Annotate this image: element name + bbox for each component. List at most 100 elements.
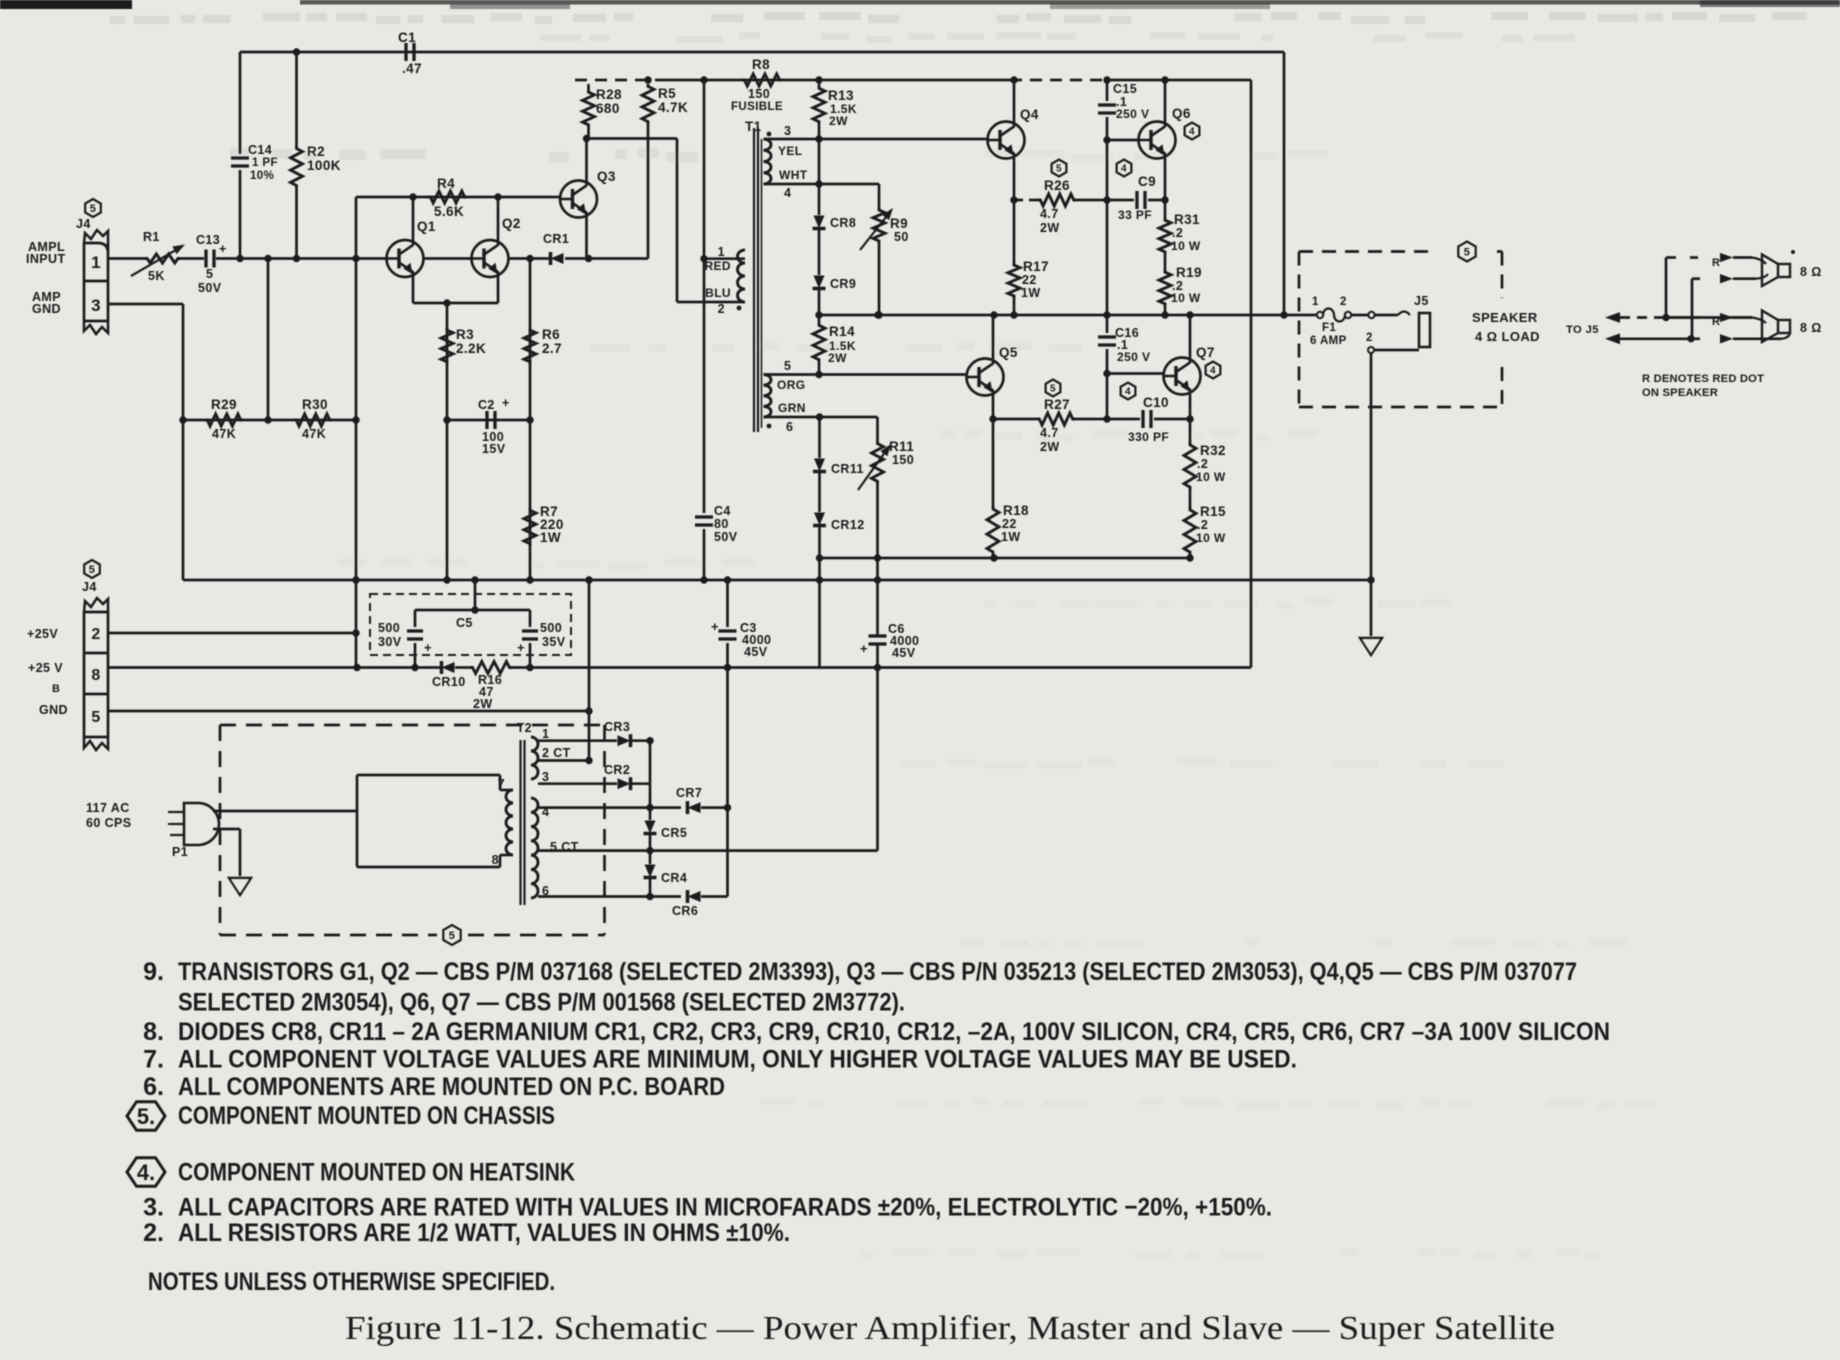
- svg-text:CR7: CR7: [676, 786, 702, 800]
- svg-text:INPUT: INPUT: [26, 252, 66, 266]
- svg-text:C13: C13: [196, 233, 220, 247]
- svg-text:Q5: Q5: [999, 345, 1018, 360]
- svg-text:RED: RED: [704, 259, 731, 273]
- svg-text:R1: R1: [143, 230, 160, 244]
- svg-text:1.5K: 1.5K: [830, 102, 857, 116]
- svg-text:R8: R8: [752, 57, 770, 72]
- svg-text:R2: R2: [307, 144, 325, 159]
- svg-text:+: +: [424, 640, 432, 655]
- svg-text:4: 4: [1121, 164, 1127, 175]
- svg-text:7.: 7.: [143, 1046, 164, 1074]
- svg-text:50: 50: [894, 230, 909, 244]
- svg-text:C9: C9: [1138, 174, 1156, 189]
- svg-text:+25V: +25V: [27, 627, 58, 641]
- svg-text:CR12: CR12: [831, 518, 865, 532]
- svg-text:2.7: 2.7: [542, 341, 562, 356]
- svg-text:TRANSISTORS G1, Q2 — CBS P/M 0: TRANSISTORS G1, Q2 — CBS P/M 037168 (SEL…: [178, 958, 1577, 986]
- svg-text:TO J5: TO J5: [1566, 324, 1599, 336]
- svg-text:8 Ω: 8 Ω: [1800, 321, 1822, 335]
- svg-text:R DENOTES RED DOT: R DENOTES RED DOT: [1642, 373, 1764, 385]
- svg-text:50V: 50V: [714, 530, 738, 544]
- svg-text:Q2: Q2: [502, 216, 521, 231]
- svg-text:R3: R3: [456, 327, 474, 342]
- svg-text:1W: 1W: [540, 530, 561, 545]
- svg-text:R18: R18: [1003, 503, 1029, 518]
- svg-text:R32: R32: [1200, 443, 1226, 458]
- svg-text:R19: R19: [1176, 265, 1202, 280]
- svg-text:CR1: CR1: [543, 232, 569, 246]
- svg-text:R: R: [1712, 316, 1720, 328]
- svg-text:CR9: CR9: [830, 277, 856, 291]
- svg-text:2: 2: [1366, 332, 1373, 344]
- svg-text:R26: R26: [1044, 178, 1070, 193]
- svg-text:C3: C3: [740, 621, 757, 635]
- svg-text:22: 22: [1002, 517, 1017, 531]
- svg-text:CR2: CR2: [604, 763, 630, 777]
- svg-text:R16: R16: [478, 673, 502, 687]
- svg-text:15V: 15V: [482, 442, 506, 456]
- svg-text:T2: T2: [517, 721, 532, 735]
- svg-text:5: 5: [1464, 246, 1471, 258]
- svg-text:45V: 45V: [892, 646, 916, 660]
- svg-text:4: 4: [542, 805, 549, 819]
- svg-text:Q7: Q7: [1196, 345, 1215, 360]
- svg-text:CR4: CR4: [661, 871, 687, 885]
- svg-text:Figure 11-12. Schematic — Po: Figure 11-12. Schematic — Power Amplifie…: [345, 1310, 1555, 1347]
- svg-text:GND: GND: [39, 703, 68, 717]
- svg-text:7: 7: [498, 777, 505, 791]
- svg-text:680: 680: [596, 101, 620, 116]
- svg-text:CR11: CR11: [831, 462, 864, 476]
- svg-text:3: 3: [542, 770, 549, 784]
- svg-text:F1: F1: [1322, 322, 1336, 334]
- svg-text:5: 5: [206, 267, 213, 281]
- svg-text:35V: 35V: [542, 635, 566, 649]
- svg-text:6: 6: [786, 420, 793, 434]
- svg-text:10%: 10%: [250, 170, 274, 182]
- svg-text:5: 5: [784, 359, 791, 373]
- svg-text:4.7: 4.7: [1040, 426, 1059, 440]
- svg-text:+25 V: +25 V: [28, 661, 63, 675]
- svg-text:ALL RESISTORS ARE 1/2 WATT, VA: ALL RESISTORS ARE 1/2 WATT, VALUES IN OH…: [178, 1219, 790, 1247]
- svg-text:R4: R4: [437, 176, 455, 191]
- svg-text:4000: 4000: [890, 634, 919, 648]
- svg-text:GND: GND: [32, 302, 61, 316]
- svg-text:AMPL: AMPL: [28, 240, 65, 254]
- svg-text:22: 22: [1022, 273, 1037, 287]
- svg-text:3.: 3.: [143, 1194, 164, 1222]
- svg-text:2W: 2W: [1040, 221, 1060, 235]
- svg-text:COMPONENT MOUNTED ON CHASSIS: COMPONENT MOUNTED ON CHASSIS: [178, 1102, 555, 1130]
- svg-text:100K: 100K: [307, 158, 341, 173]
- svg-text:4 Ω LOAD: 4 Ω LOAD: [1475, 329, 1540, 344]
- svg-text:R30: R30: [302, 397, 328, 412]
- svg-text:CR6: CR6: [672, 904, 698, 918]
- svg-text:60 CPS: 60 CPS: [86, 816, 131, 830]
- svg-text:5: 5: [89, 564, 96, 576]
- svg-text:100: 100: [482, 430, 504, 444]
- svg-text:+: +: [502, 396, 510, 410]
- svg-text:YEL: YEL: [778, 144, 803, 158]
- svg-text:COMPONENT MOUNTED ON HEATSINK: COMPONENT MOUNTED ON HEATSINK: [178, 1159, 575, 1187]
- svg-text:R27: R27: [1044, 397, 1070, 412]
- svg-text:C5: C5: [456, 616, 473, 630]
- svg-text:5: 5: [1050, 384, 1056, 395]
- svg-text:1W: 1W: [1021, 286, 1041, 300]
- svg-text:8.: 8.: [143, 1018, 164, 1046]
- svg-text:2W: 2W: [829, 114, 848, 128]
- svg-text:5.: 5.: [137, 1104, 155, 1129]
- svg-text:4: 4: [784, 186, 791, 200]
- svg-text:2.: 2.: [143, 1219, 164, 1247]
- svg-text:ALL CAPACITORS ARE RATED WITH: ALL CAPACITORS ARE RATED WITH VALUES IN …: [178, 1194, 1272, 1222]
- svg-text:4000: 4000: [742, 633, 771, 647]
- svg-text:T1: T1: [745, 119, 762, 134]
- svg-text:220: 220: [540, 517, 564, 532]
- svg-text:.1: .1: [1117, 338, 1128, 352]
- svg-text:CR5: CR5: [661, 826, 687, 840]
- svg-text:150: 150: [748, 87, 770, 101]
- svg-text:R7: R7: [540, 504, 558, 519]
- svg-text:5: 5: [91, 709, 100, 726]
- svg-text:117 AC: 117 AC: [86, 801, 130, 815]
- svg-text:2: 2: [1340, 296, 1347, 308]
- svg-text:330 PF: 330 PF: [1128, 430, 1169, 444]
- svg-text:1.5K: 1.5K: [829, 339, 856, 353]
- svg-text:R13: R13: [828, 88, 854, 103]
